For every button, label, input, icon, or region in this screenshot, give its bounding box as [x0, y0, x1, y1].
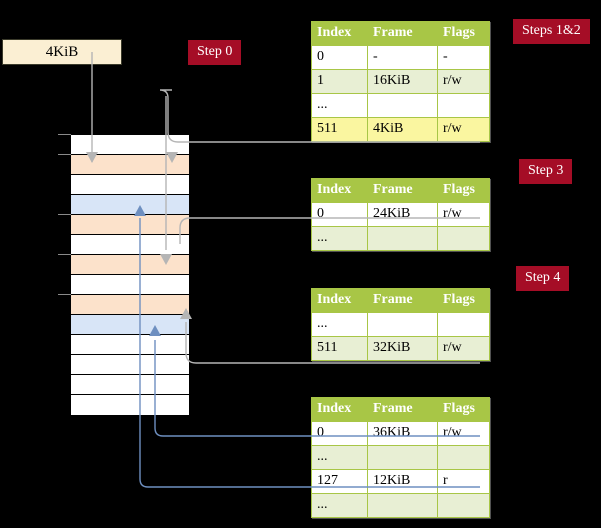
step-badge-label: Step 0	[197, 44, 233, 59]
step-badge-steps-1-2: Steps 1&2	[513, 19, 590, 44]
table-cell-index: 127	[311, 469, 368, 494]
memory-frame-row	[71, 335, 189, 355]
column-header-flags: Flags	[437, 288, 490, 313]
table-cell-frame: -	[367, 45, 438, 70]
table-cell-frame	[367, 226, 438, 251]
table-cell-flags: r/w	[437, 69, 490, 94]
table-cell-index: 0	[311, 45, 368, 70]
column-header-index: Index	[311, 21, 368, 46]
column-header-frame: Frame	[367, 21, 438, 46]
table-cell-flags: r/w	[437, 336, 490, 361]
table-cell-index: ...	[311, 445, 368, 470]
table-cell-index: 0	[311, 421, 368, 446]
virtual-page-box: 4KiB	[2, 39, 122, 65]
table-cell-index: 1	[311, 69, 368, 94]
step-badge-step-0: Step 0	[188, 40, 242, 65]
memory-frame-row	[71, 195, 189, 215]
table-cell-index: 511	[311, 117, 368, 142]
column-header-index: Index	[311, 288, 368, 313]
memory-frame-row	[71, 355, 189, 375]
physical-memory-column	[70, 134, 190, 415]
table-cell-frame: 4KiB	[367, 117, 438, 142]
table-row: 0--	[311, 45, 490, 70]
memory-frame-row	[71, 375, 189, 395]
memory-frame-row	[71, 135, 189, 155]
table-cell-frame	[367, 493, 438, 518]
column-header-flags: Flags	[437, 178, 490, 203]
table-cell-frame	[367, 445, 438, 470]
memory-frame-row	[71, 395, 189, 415]
column-header-flags: Flags	[437, 397, 490, 422]
table-cell-frame: 24KiB	[367, 202, 438, 227]
table-cell-flags: -	[437, 45, 490, 70]
table-cell-flags	[437, 226, 490, 251]
memory-frame-row	[71, 175, 189, 195]
table-cell-frame: 12KiB	[367, 469, 438, 494]
column-header-flags: Flags	[437, 21, 490, 46]
memory-frame-row	[71, 315, 189, 335]
table-cell-flags: r/w	[437, 202, 490, 227]
table-cell-index: ...	[311, 226, 368, 251]
memory-frame-row	[71, 155, 189, 175]
step-badge-label: Steps 1&2	[522, 23, 581, 38]
table-cell-flags	[437, 93, 490, 118]
step-badge-step-4: Step 4	[516, 266, 570, 291]
table-cell-flags	[437, 312, 490, 337]
memory-frame-row	[71, 275, 189, 295]
memory-frame-row	[71, 235, 189, 255]
table-cell-frame	[367, 93, 438, 118]
table-cell-flags: r/w	[437, 421, 490, 446]
table-cell-index: 511	[311, 336, 368, 361]
step-badge-label: Step 4	[525, 270, 561, 285]
column-header-index: Index	[311, 178, 368, 203]
table-cell-frame: 36KiB	[367, 421, 438, 446]
memory-frame-row	[71, 295, 189, 315]
memory-frame-row	[71, 255, 189, 275]
column-header-index: Index	[311, 397, 368, 422]
column-header-frame: Frame	[367, 288, 438, 313]
memory-tick	[58, 154, 71, 155]
table-row: ...	[311, 93, 490, 118]
memory-tick	[58, 214, 71, 215]
memory-tick	[58, 134, 71, 135]
table-cell-flags	[437, 445, 490, 470]
table-cell-frame	[367, 312, 438, 337]
virtual-page-label: 4KiB	[45, 44, 79, 60]
table-cell-flags: r	[437, 469, 490, 494]
column-header-frame: Frame	[367, 178, 438, 203]
table-row: ...	[311, 312, 490, 337]
table-cell-frame: 16KiB	[367, 69, 438, 94]
step-badge-label: Step 3	[528, 163, 564, 178]
memory-tick	[58, 254, 71, 255]
table-cell-flags	[437, 493, 490, 518]
table-row: ...	[311, 226, 490, 251]
table-cell-index: 0	[311, 202, 368, 227]
memory-frame-row	[71, 215, 189, 235]
step-badge-step-3: Step 3	[519, 159, 573, 184]
table-row: ...	[311, 445, 490, 470]
table-cell-flags: r/w	[437, 117, 490, 142]
table-cell-index: ...	[311, 93, 368, 118]
table-row: ...	[311, 493, 490, 518]
column-header-frame: Frame	[367, 397, 438, 422]
table-cell-frame: 32KiB	[367, 336, 438, 361]
memory-tick	[58, 294, 71, 295]
table-cell-index: ...	[311, 312, 368, 337]
table-cell-index: ...	[311, 493, 368, 518]
